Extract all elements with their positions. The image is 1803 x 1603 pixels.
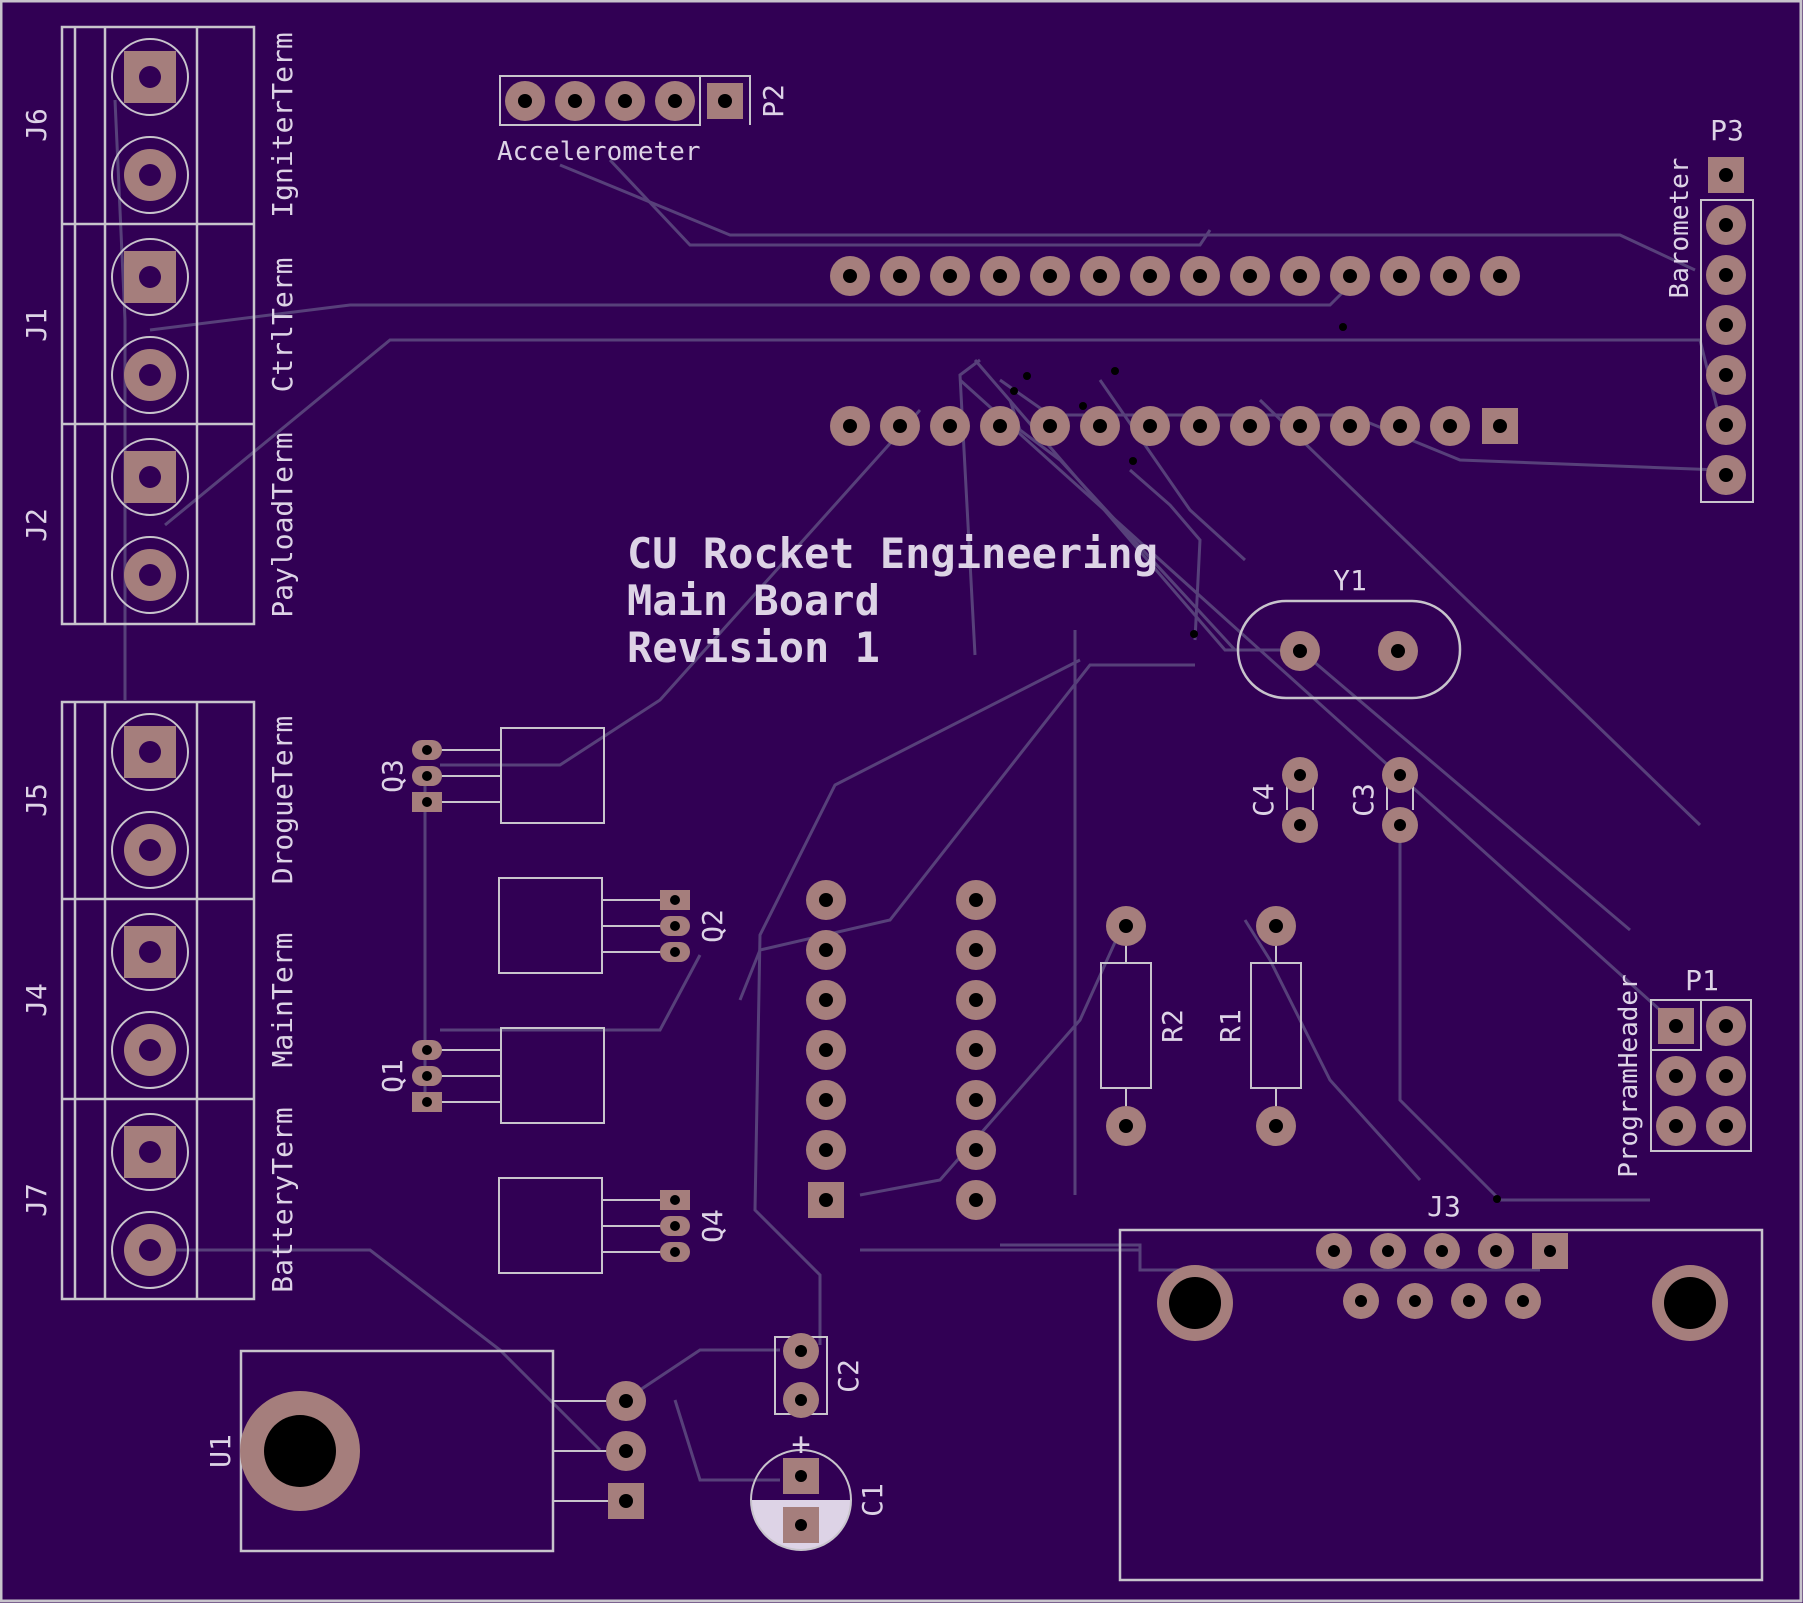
p3-ref-label: P3 xyxy=(1710,114,1744,147)
dip-socket xyxy=(806,880,996,1220)
voltage-regulator-u1 xyxy=(239,1349,646,1553)
c3-ref-label: C3 xyxy=(1347,783,1380,817)
resistor-r1 xyxy=(1250,906,1302,1146)
r1-ref-label: R1 xyxy=(1214,1009,1247,1043)
db9-connector xyxy=(1118,1228,1764,1582)
program-header-label: ProgramHeader xyxy=(1614,974,1644,1178)
transistor-q4 xyxy=(498,1177,690,1274)
q1-ref-label: Q1 xyxy=(376,1059,409,1093)
vias xyxy=(1010,323,1501,1203)
terminal-ref-label: J2 xyxy=(20,508,53,542)
terminal-ref-label: J4 xyxy=(20,983,53,1017)
p2-ref-label: P2 xyxy=(757,84,790,118)
accelerometer-label: Accelerometer xyxy=(497,137,701,167)
terminal-ref-label: J6 xyxy=(20,108,53,142)
board-title-line2: Main Board xyxy=(627,576,880,625)
microcontroller-socket xyxy=(830,256,1520,446)
transistor-q3 xyxy=(412,727,605,824)
q4-ref-label: Q4 xyxy=(696,1209,729,1243)
capacitor-c4 xyxy=(1282,757,1318,843)
y1-ref-label: Y1 xyxy=(1333,564,1367,597)
q3-ref-label: Q3 xyxy=(376,759,409,793)
q2-ref-label: Q2 xyxy=(696,909,729,943)
board-title-line3: Revision 1 xyxy=(627,623,880,672)
resistor-r2 xyxy=(1100,906,1152,1146)
capacitor-c1 xyxy=(750,1449,852,1551)
capacitor-c2 xyxy=(774,1333,828,1418)
transistor-q2 xyxy=(498,877,690,974)
crystal-y1 xyxy=(1236,599,1462,700)
terminal-name-label: PayloadTerm xyxy=(266,432,299,617)
c2-ref-label: C2 xyxy=(832,1359,865,1393)
r2-ref-label: R2 xyxy=(1156,1009,1189,1043)
barometer-header xyxy=(1700,157,1754,503)
terminal-name-label: CtrlTerm xyxy=(266,258,299,393)
terminal-name-label: DrogueTerm xyxy=(266,716,299,885)
transistor-q1 xyxy=(412,1027,605,1124)
barometer-label: Barometer xyxy=(1665,158,1695,299)
c1-polarity-mark: + xyxy=(791,1425,810,1463)
program-header xyxy=(1650,999,1752,1152)
terminal-ref-label: J7 xyxy=(20,1183,53,1217)
terminal-ref-label: J1 xyxy=(20,308,53,342)
accelerometer-header xyxy=(499,75,751,126)
u1-ref-label: U1 xyxy=(204,1434,237,1468)
p1-ref-label: P1 xyxy=(1685,964,1719,997)
terminal-pads xyxy=(111,38,189,1289)
terminal-name-label: MainTerm xyxy=(266,933,299,1068)
terminal-name-label: IgniterTerm xyxy=(266,32,299,217)
terminal-name-label: BatteryTerm xyxy=(266,1107,299,1292)
terminal-ref-label: J5 xyxy=(20,783,53,817)
capacitor-c3 xyxy=(1382,757,1418,843)
c4-ref-label: C4 xyxy=(1247,783,1280,817)
board-title-line1: CU Rocket Engineering xyxy=(627,529,1158,578)
terminal-block-group xyxy=(60,25,256,1301)
j3-ref-label: J3 xyxy=(1427,1190,1461,1223)
c1-ref-label: C1 xyxy=(856,1483,889,1517)
